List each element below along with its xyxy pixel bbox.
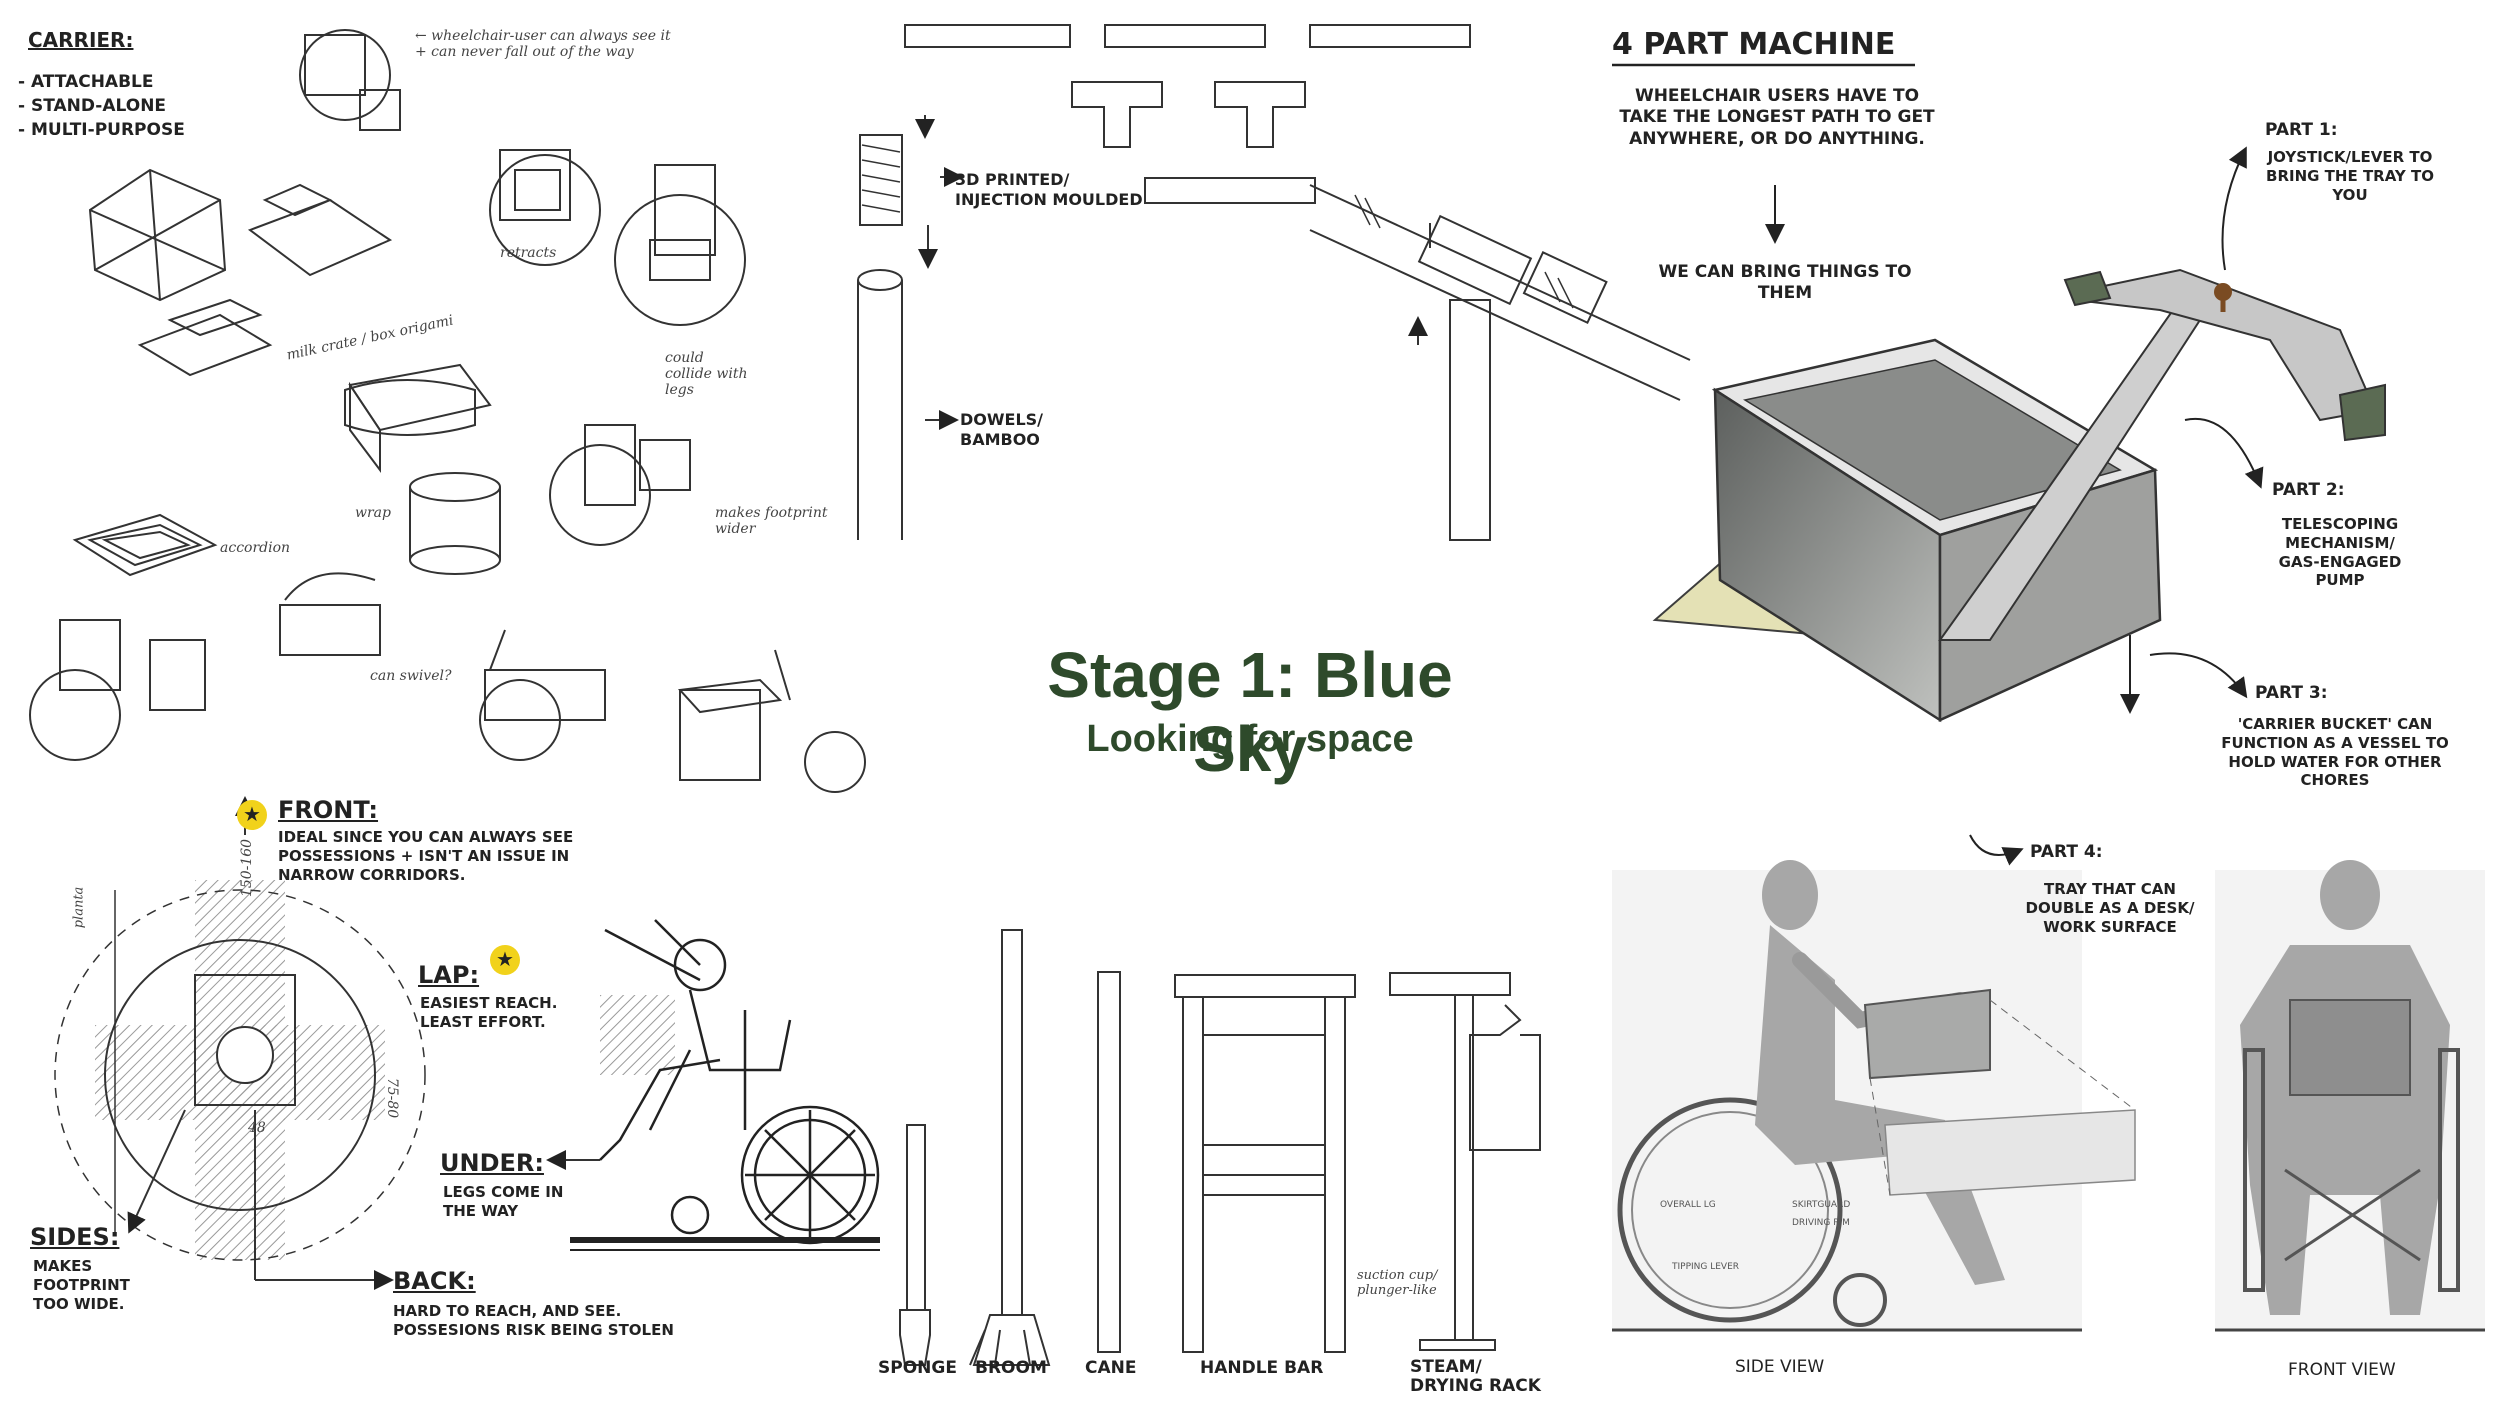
plan-dim-seat: 48 [248, 1120, 266, 1136]
sides-label: SIDES: [30, 1223, 120, 1251]
front-text: IDEAL SINCE YOU CAN ALWAYS SEE POSSESSIO… [278, 828, 574, 884]
plan-dim-width: 75-80 [384, 1077, 401, 1119]
broom-tool [969, 929, 1051, 1366]
part3-text: 'CARRIER BUCKET' CAN FUNCTION AS A VESSE… [2221, 715, 2449, 790]
carrier-item-attachable: - ATTACHABLE [18, 72, 154, 92]
sketch-note-wheelchair: ← wheelchair-user can always see it + ca… [415, 28, 671, 60]
side-tag-overall: OVERALL LG [1660, 1200, 1716, 1210]
joystick-knob [2214, 283, 2232, 301]
handle-bar-tool [1174, 974, 1356, 1353]
sponge-tool [899, 1124, 931, 1366]
printed-note: 3D PRINTED/ INJECTION MOULDED [955, 170, 1143, 209]
hexagon-sketch [88, 168, 227, 302]
t-connector-2 [1214, 81, 1306, 148]
wheelchair-sketch-7 [479, 629, 606, 761]
lap-label: LAP: [418, 961, 480, 989]
dowel-bar-3 [1309, 24, 1471, 48]
hanging-box-sketch [677, 649, 791, 781]
sketch-note-wrap: wrap [355, 505, 391, 521]
milk-crate-sketch [348, 363, 492, 473]
front-view-label: FRONT VIEW [2288, 1360, 2396, 1380]
lap-star-icon: ★ [490, 945, 520, 975]
machine-intro: WHEELCHAIR USERS HAVE TO TAKE THE LONGES… [1619, 86, 1935, 149]
folded-box-sketch [247, 183, 393, 277]
wheelchair-sketch-1 [299, 29, 401, 131]
sketch-note-footprint: makes footprint wider [715, 505, 828, 537]
part4-label: PART 4: [2030, 842, 2103, 862]
wheelchair-sketch-3 [614, 164, 746, 326]
side-tag-skirtguard: SKIRTGUARD [1792, 1200, 1851, 1210]
part2-label: PART 2: [2272, 480, 2345, 500]
wheelchair-user-figure [570, 919, 880, 1251]
front-star-icon: ★ [237, 800, 267, 830]
tool-sketches [899, 929, 1541, 1366]
sketch-note-accordion: accordion [220, 540, 291, 556]
front-view-drawing [2215, 860, 2485, 1332]
part1-label: PART 1: [2265, 120, 2338, 140]
tool-label-sponge: SPONGE [878, 1358, 957, 1378]
t-connector-1 [1071, 81, 1163, 148]
plan-dim-length: 150-160 [239, 838, 256, 898]
side-tag-tipping-lever: TIPPING LEVER [1672, 1262, 1740, 1272]
lap-text: EASIEST REACH. LEAST EFFORT. [420, 994, 558, 1031]
sides-text: MAKES FOOTPRINT TOO WIDE. [33, 1257, 130, 1313]
part1-text: JOYSTICK/LEVER TO BRING THE TRAY TO YOU [2266, 148, 2434, 204]
lever-handle [2072, 268, 2377, 422]
suction-note: suction cup/ plunger-like [1357, 1268, 1438, 1298]
flat-net-sketch [137, 298, 273, 377]
plan-label: planta [71, 886, 87, 929]
stage-subtitle: Looking for space [1086, 718, 1414, 760]
side-view-label: SIDE VIEW [1735, 1357, 1825, 1377]
carrier-render [1612, 63, 2386, 866]
under-label: UNDER: [440, 1149, 544, 1177]
wrap-sketch [344, 379, 476, 436]
wheelchair-sketch-5 [29, 619, 206, 761]
part4-text: TRAY THAT CAN DOUBLE AS A DESK/ WORK SUR… [2025, 880, 2195, 936]
part3-label: PART 3: [2255, 683, 2328, 703]
accordion-sketch [72, 513, 218, 577]
carrier-sketches [29, 29, 866, 793]
sketch-note-retracts: retracts [500, 245, 557, 261]
dowel-bar-2 [1104, 24, 1266, 48]
side-view-drawing [1612, 860, 2136, 1332]
wheel-sketch [804, 731, 866, 793]
dowel-bar-1 [904, 24, 1071, 48]
threaded-end [859, 134, 903, 226]
connector-bar [1144, 177, 1316, 204]
carrier-item-multi-purpose: - MULTI-PURPOSE [18, 120, 185, 140]
carrier-item-stand-alone: - STAND-ALONE [18, 96, 167, 116]
sketch-note-collide: could collide with legs [665, 350, 748, 398]
part2-text: TELESCOPING MECHANISM/ GAS-ENGAGED PUMP [2278, 515, 2402, 590]
carrier-heading: CARRIER: [28, 28, 134, 52]
dowels-note: DOWELS/ BAMBOO [960, 410, 1044, 449]
machine-bring: WE CAN BRING THINGS TO THEM [1658, 262, 1912, 304]
wheelchair-sketch-4 [549, 424, 691, 546]
tool-label-drying-rack: STEAM/ DRYING RACK [1410, 1357, 1541, 1396]
plan-diagram [54, 796, 600, 1290]
machine-heading: 4 PART MACHINE [1612, 27, 1896, 62]
drying-rack-tool [1389, 972, 1541, 1351]
tool-label-broom: BROOM [975, 1358, 1047, 1378]
tool-label-cane: CANE [1085, 1358, 1137, 1378]
tool-label-handle-bar: HANDLE BAR [1200, 1358, 1324, 1378]
dowel-sketches [857, 24, 1691, 541]
sketch-note-swivel: can swivel? [370, 668, 452, 684]
front-label: FRONT: [278, 796, 379, 824]
back-text: HARD TO REACH, AND SEE. POSSESIONS RISK … [393, 1302, 674, 1339]
stage-title: Stage 1: Blue Sky [1047, 639, 1453, 785]
back-label: BACK: [393, 1267, 476, 1295]
under-text: LEGS COME IN THE WAY [443, 1183, 564, 1220]
cylinder-sketch [409, 472, 501, 575]
side-tag-driving-rim: DRIVING RIM [1792, 1218, 1850, 1228]
wheelchair-sketch-2 [489, 149, 601, 266]
wheelchair-sketch-6 [279, 572, 381, 656]
cane-tool [1097, 971, 1121, 1353]
